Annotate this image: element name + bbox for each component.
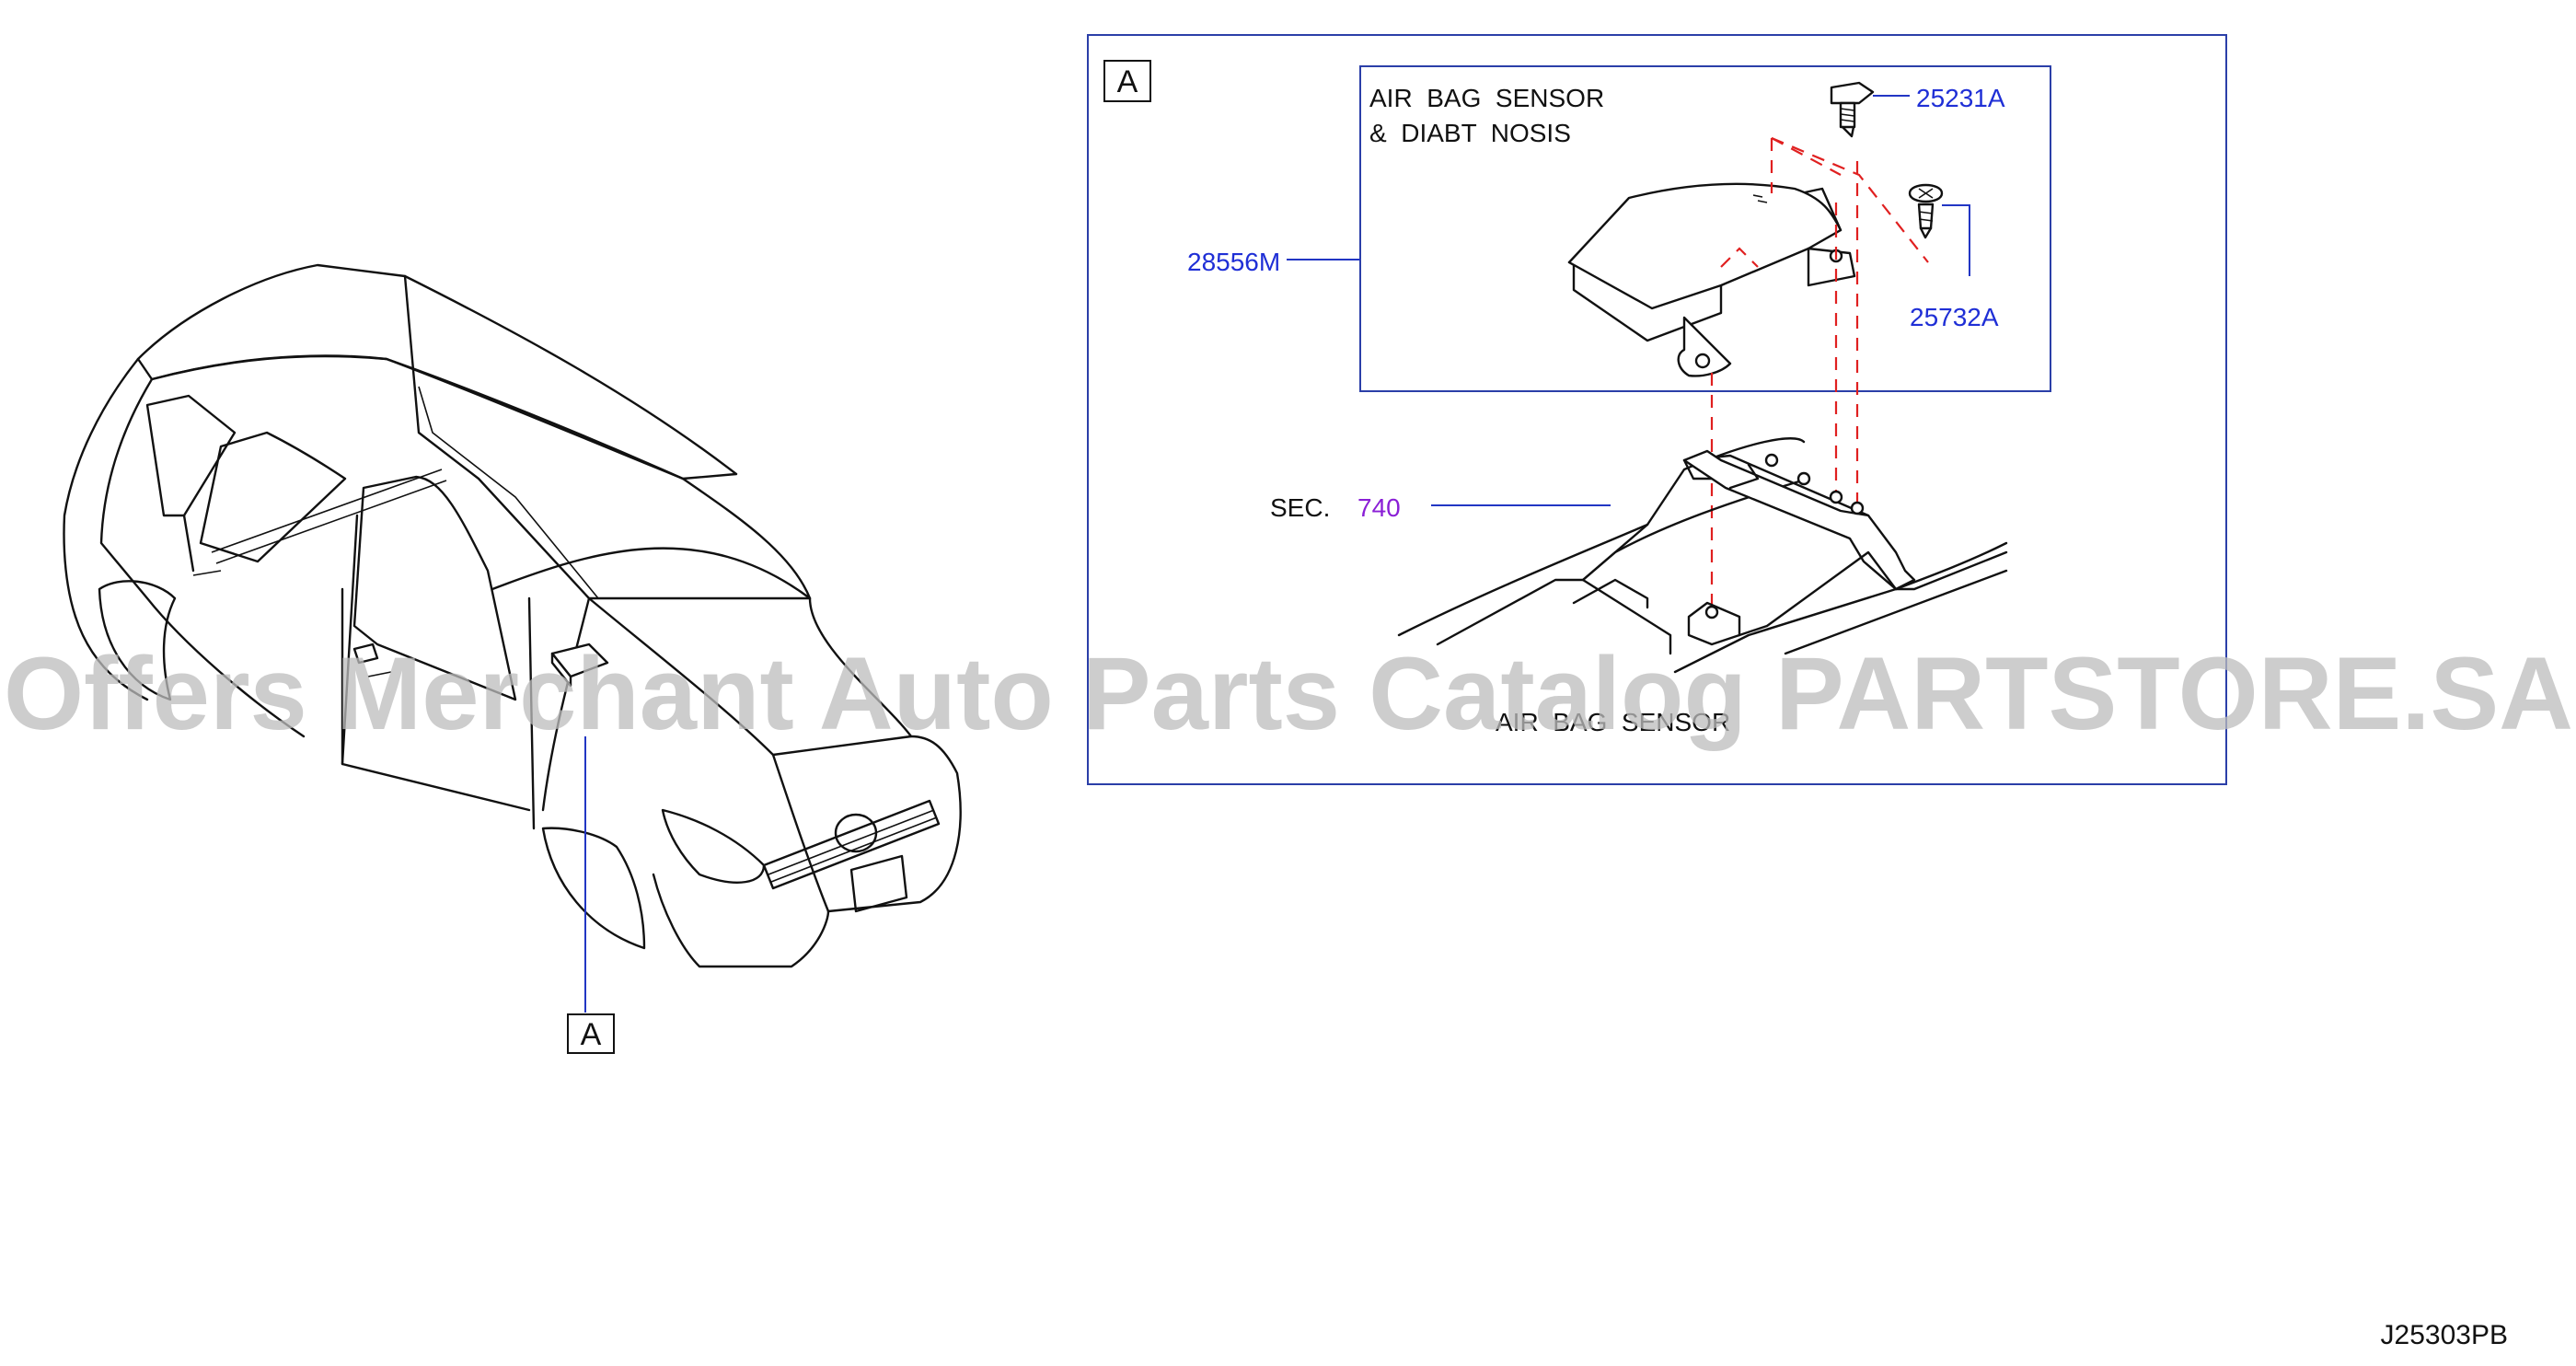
detail-view-a: A AIR BAG SENSOR & DIABT NOSIS xyxy=(1087,34,2227,785)
part-number-28556m[interactable]: 28556M xyxy=(1187,248,1280,276)
section-ref-prefix: SEC. xyxy=(1270,493,1330,522)
part-number-25231a[interactable]: 25231A xyxy=(1916,84,2005,112)
detail-view-frame xyxy=(1087,34,2227,785)
drawing-code: J25303PB xyxy=(2381,1320,2508,1350)
section-ref-number[interactable]: 740 xyxy=(1357,493,1401,522)
screw-25732a-icon xyxy=(1908,183,1944,239)
part-number-25732a[interactable]: 25732A xyxy=(1910,303,1999,331)
vehicle-illustration xyxy=(63,263,962,1013)
car-view-tag-label: A xyxy=(581,1017,602,1052)
watermark-text: Offers Merchant Auto Parts Catalog PARTS… xyxy=(4,636,2573,751)
bottom-label: AIR BAG SENSOR xyxy=(1496,708,1730,736)
bolt-25231a-icon xyxy=(1830,81,1875,138)
detail-view-tag-label: A xyxy=(1117,64,1138,99)
inset-title-line2: & DIABT NOSIS xyxy=(1369,119,1571,147)
inset-title-line1: AIR BAG SENSOR xyxy=(1369,84,1604,112)
floor-panel xyxy=(1397,437,2008,674)
detail-view-tag xyxy=(1103,60,1151,102)
car-view-tag: A xyxy=(567,1013,615,1054)
airbag-sensor-module xyxy=(1567,182,1856,377)
sensor-inset-frame xyxy=(1359,65,2051,392)
